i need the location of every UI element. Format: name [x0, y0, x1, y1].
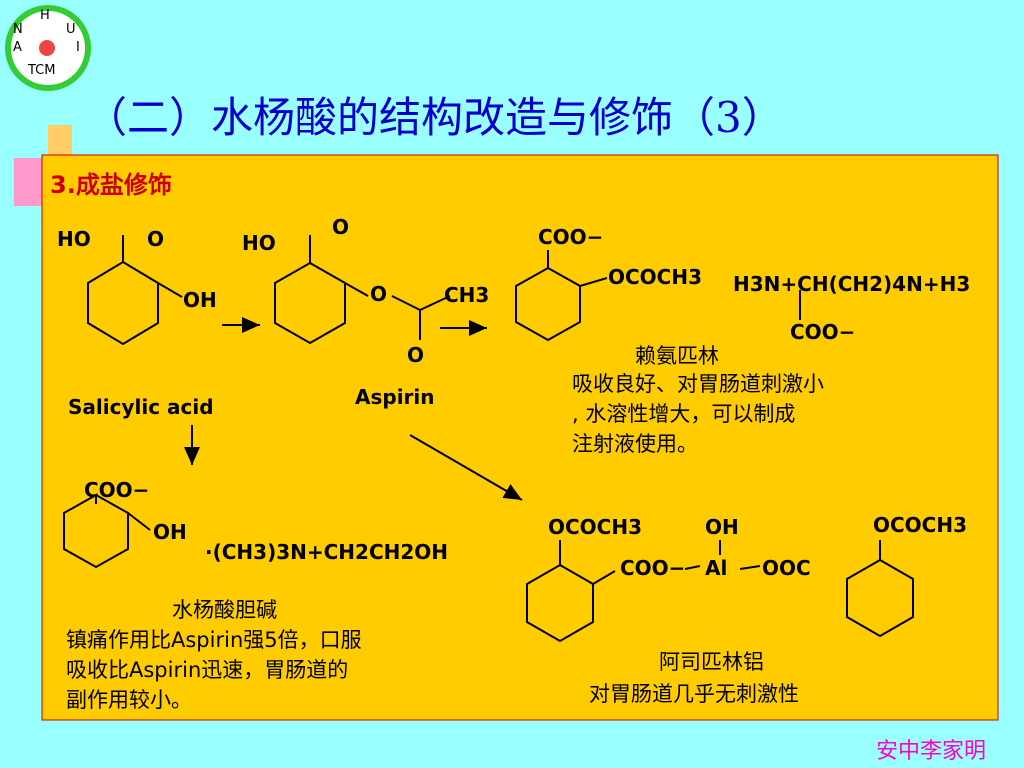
logo-h: H — [40, 8, 50, 23]
arrows — [184, 317, 523, 501]
section-heading: 3.成盐修饰 — [50, 171, 172, 199]
lys-coo: COO− — [538, 225, 604, 249]
page-title: （二）水杨酸的结构改造与修饰（3） — [85, 93, 784, 142]
cho-cation: ·(CH3)3N+CH2CH2OH — [205, 540, 449, 564]
al-ooc: OOC — [762, 556, 811, 580]
logo — [5, 5, 91, 91]
cho-desc-1: 镇痛作用比Aspirin强5倍，口服 — [66, 628, 362, 652]
logo-u: U — [66, 22, 76, 37]
al-oh: OH — [705, 515, 739, 539]
cho-desc-3: 副作用较小。 — [66, 688, 192, 712]
al-ococh3-b: OCOCH3 — [873, 513, 968, 537]
lys-desc-3: 注射液使用。 — [572, 432, 698, 456]
al-name: 阿司匹林铝 — [659, 650, 764, 674]
salicylic-oh: OH — [183, 288, 217, 312]
aspirin-name: Aspirin — [355, 385, 435, 409]
lys-desc-2: , 水溶性增大，可以制成 — [572, 402, 796, 426]
al-ococh3-a: OCOCH3 — [548, 515, 643, 539]
logo-tcm: TCM — [28, 63, 56, 78]
logo-a: A — [13, 40, 22, 55]
salicylic-o: O — [147, 227, 165, 251]
lys-desc-1: 吸收良好、对胃肠道刺激小 — [572, 372, 824, 396]
al-coo: COO− — [620, 556, 686, 580]
cho-coo: COO− — [84, 478, 150, 502]
salicylic-ho: HO — [57, 227, 91, 251]
lys-cation: H3N+CH(CH2)4N+H3 — [733, 272, 971, 296]
cho-oh: OH — [153, 520, 187, 544]
aspirin-ch3: CH3 — [444, 283, 490, 307]
cho-name: 水杨酸胆碱 — [172, 598, 277, 622]
aspirin-ho: HO — [242, 231, 276, 255]
al-desc: 对胃肠道几乎无刺激性 — [589, 682, 799, 706]
aspirin-o3: O — [407, 343, 425, 367]
al-metal: Al — [705, 556, 728, 580]
aspirin-o2: O — [370, 282, 388, 306]
author: 安中李家明 — [876, 739, 987, 764]
lys-coo2: COO− — [790, 320, 856, 344]
logo-i: I — [76, 40, 80, 55]
cho-desc-2: 吸收比Aspirin迅速，胃肠道的 — [66, 658, 349, 682]
salicylic-name: Salicylic acid — [68, 395, 214, 419]
aspirin-o1: O — [332, 215, 350, 239]
lys-name: 赖氨匹林 — [635, 344, 719, 368]
structures — [63, 235, 914, 643]
logo-n: N — [13, 22, 23, 37]
lys-ococh3: OCOCH3 — [608, 265, 703, 289]
